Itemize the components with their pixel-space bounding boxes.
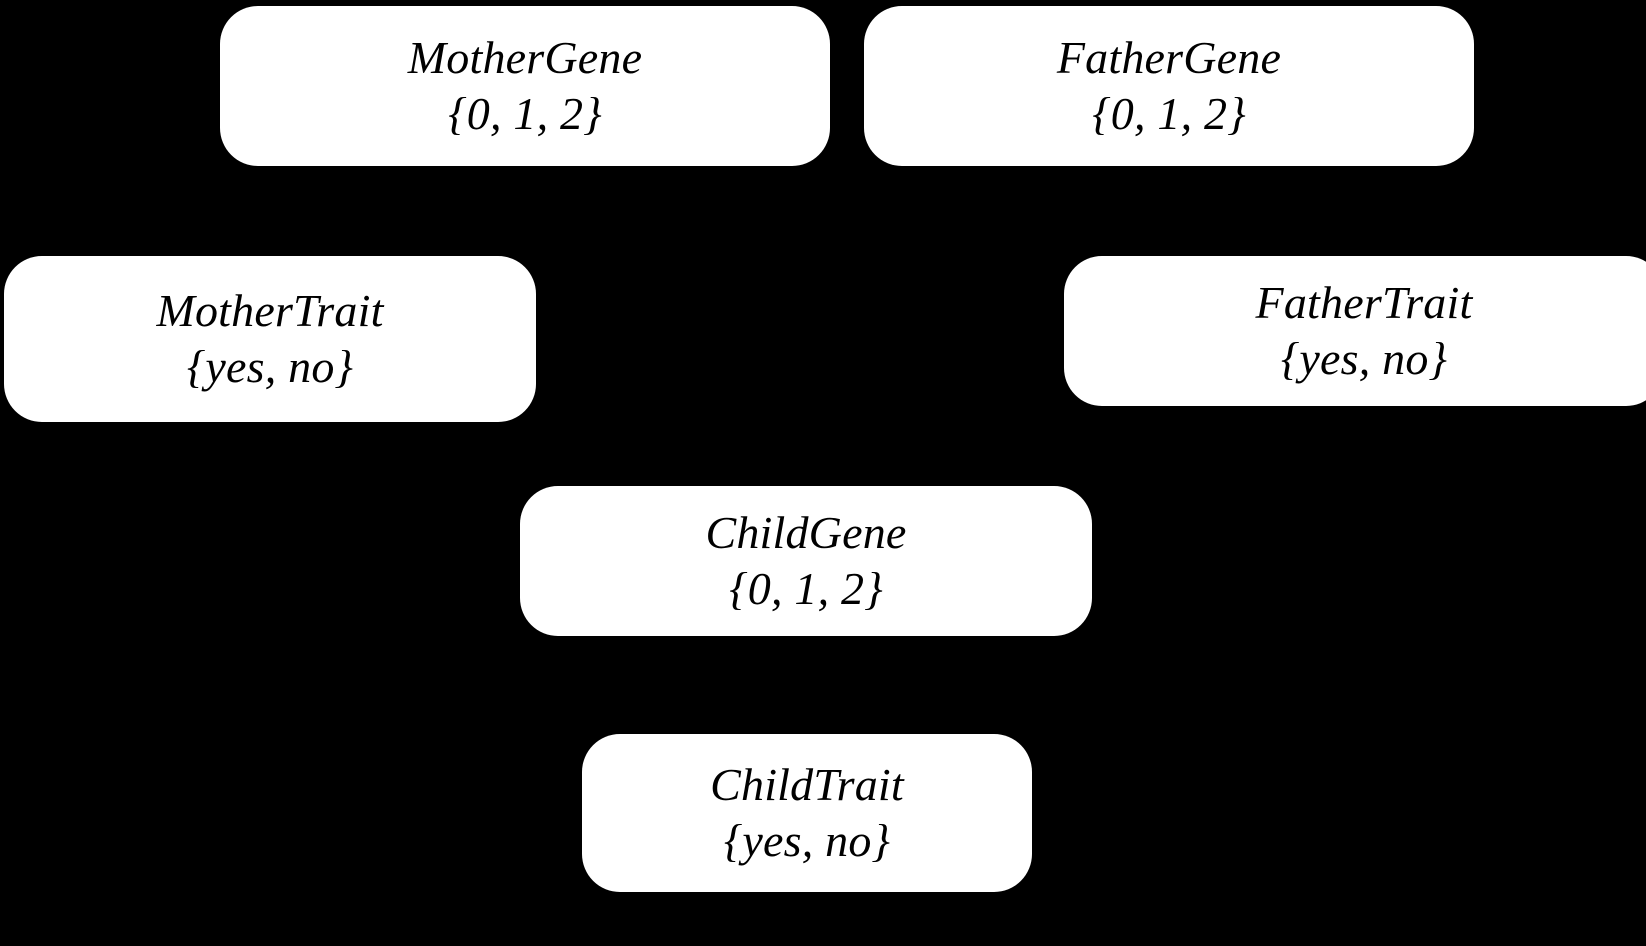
node-child-trait[interactable]: ChildTrait {yes, no} xyxy=(582,734,1032,892)
node-child-trait-domain: {yes, no} xyxy=(723,815,891,866)
node-mother-gene-label: MotherGene xyxy=(407,32,643,84)
node-mother-gene-domain: {0, 1, 2} xyxy=(448,88,602,139)
node-father-trait[interactable]: FatherTrait {yes, no} xyxy=(1064,256,1646,406)
node-mother-trait-label: MotherTrait xyxy=(156,285,384,337)
node-father-trait-label: FatherTrait xyxy=(1255,277,1473,329)
node-father-gene-domain: {0, 1, 2} xyxy=(1092,88,1246,139)
node-mother-gene[interactable]: MotherGene {0, 1, 2} xyxy=(220,6,830,166)
node-mother-trait[interactable]: MotherTrait {yes, no} xyxy=(4,256,536,422)
node-mother-trait-domain: {yes, no} xyxy=(186,341,354,392)
node-child-trait-label: ChildTrait xyxy=(710,759,904,811)
node-child-gene[interactable]: ChildGene {0, 1, 2} xyxy=(520,486,1092,636)
node-father-gene-label: FatherGene xyxy=(1056,32,1282,84)
node-child-gene-label: ChildGene xyxy=(705,507,907,559)
node-father-gene[interactable]: FatherGene {0, 1, 2} xyxy=(864,6,1474,166)
node-child-gene-domain: {0, 1, 2} xyxy=(729,563,883,614)
node-father-trait-domain: {yes, no} xyxy=(1280,333,1448,384)
